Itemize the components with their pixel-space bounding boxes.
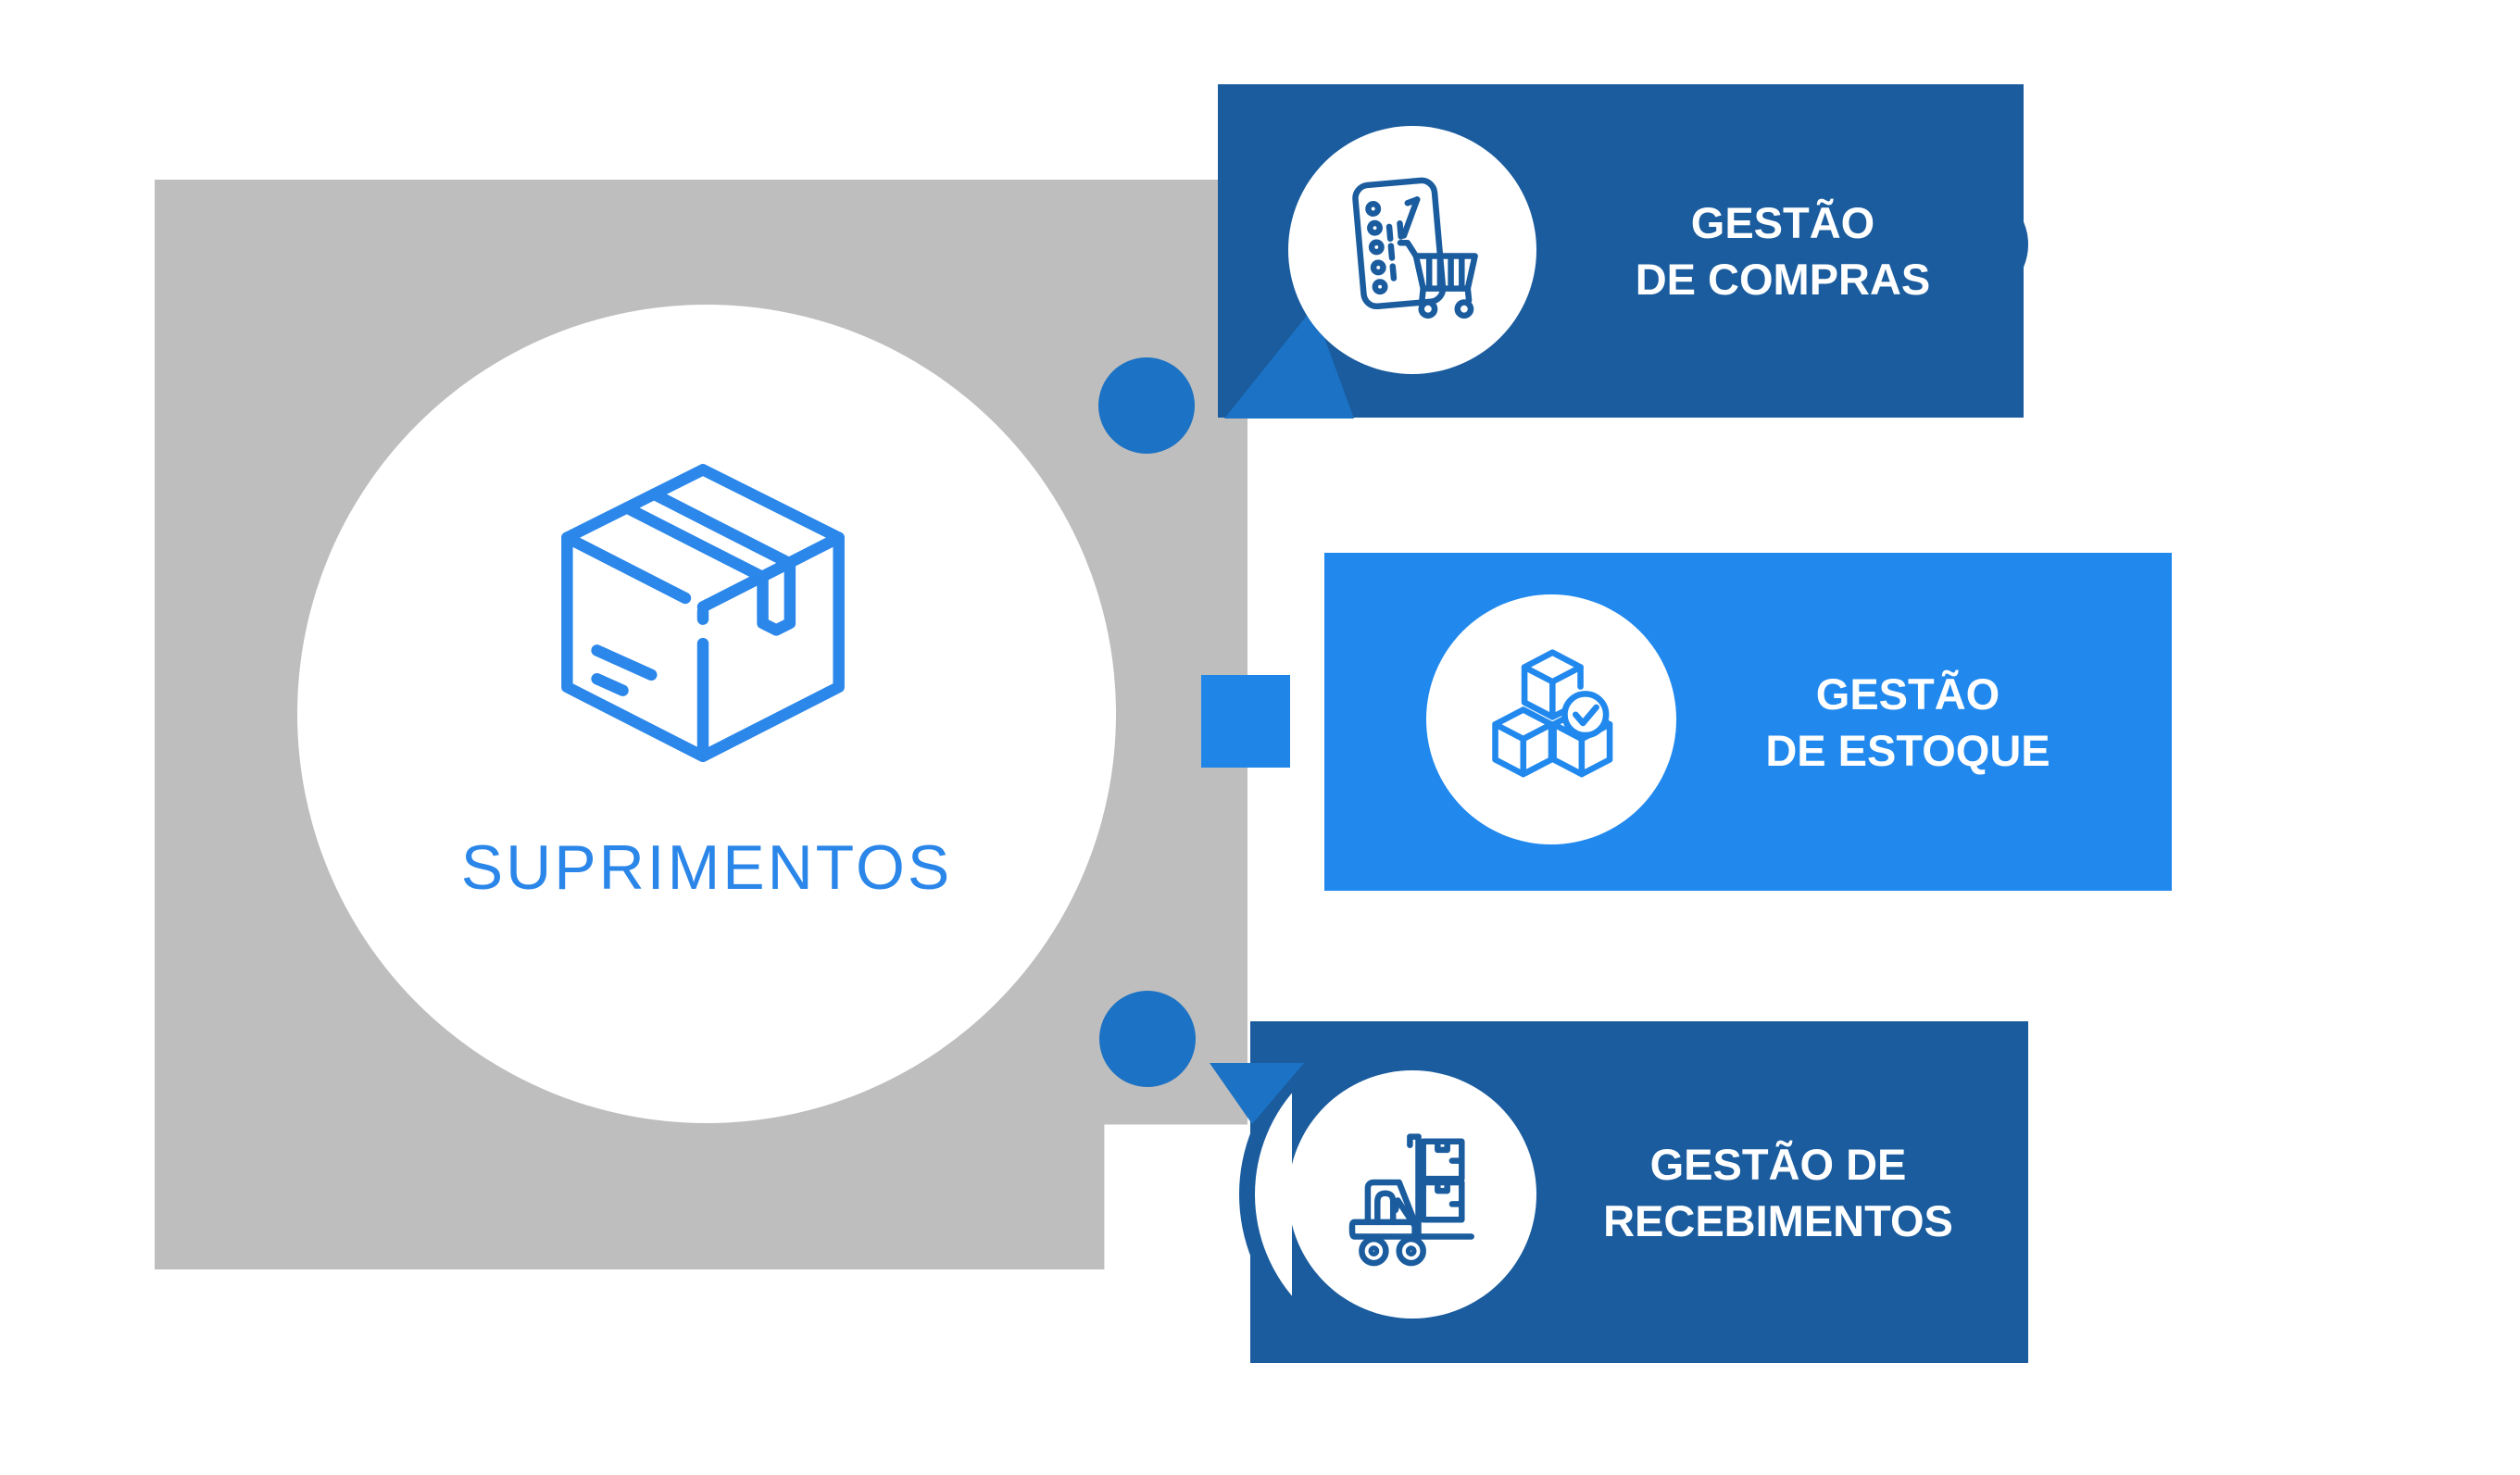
card-recebimentos-ring-arc [1227,1065,1292,1338]
card-recebimentos-label: GESTÃO DE RECEBIMENTOS [1547,1021,2010,1363]
card-compras-icon-circle [1288,126,1536,374]
connector-dot-bottom [1099,991,1196,1087]
card-recebimentos-label-line1: GESTÃO DE [1649,1139,1907,1189]
stacked-cubes-check-icon [1492,649,1613,778]
card-estoque-label-line1: GESTÃO [1815,669,2000,719]
card-compras-label-line2: DE COMPRAS [1635,255,1931,304]
card-recebimentos-icon-circle [1288,1070,1536,1319]
card-estoque-label: GESTÃO DE ESTOQUE [1676,553,2139,891]
package-box-icon [540,449,866,762]
card-compras-label-line1: GESTÃO [1690,198,1875,247]
checklist-cart-icon [1352,177,1478,319]
connector-square-middle [1201,675,1290,768]
card-recebimentos-tail-pointer [1206,1059,1308,1130]
hub-label: SUPRIMENTOS [460,832,953,903]
forklift-boxes-icon [1348,1133,1474,1267]
card-recebimentos-label-line2: RECEBIMENTOS [1603,1195,1953,1245]
card-estoque-label-line2: DE ESTOQUE [1765,725,2050,775]
connector-dot-top [1098,357,1195,454]
card-estoque-icon-circle [1426,594,1676,844]
card-compras-label: GESTÃO DE COMPRAS [1551,84,2014,418]
